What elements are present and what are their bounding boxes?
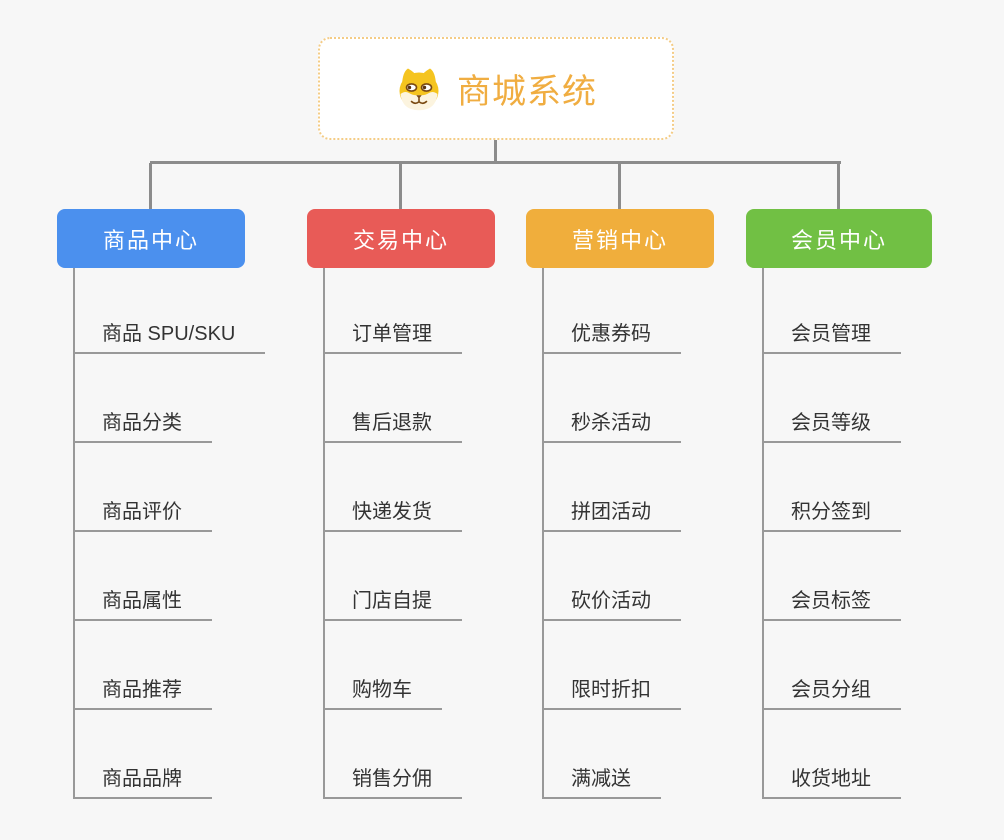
leaf-topic[interactable]: 拼团活动 [544,443,714,532]
branch-members-children: 会员管理 会员等级 积分签到 会员标签 会员分组 收货地址 [762,268,932,799]
branch-products: 商品中心 商品 SPU/SKU 商品分类 商品评价 商品属性 商品推荐 商品品牌 [57,209,266,799]
leaf-topic[interactable]: 商品评价 [75,443,245,532]
branch-topic-members[interactable]: 会员中心 [746,209,932,268]
leaf-topic[interactable]: 会员标签 [764,532,932,621]
leaf-label: 砍价活动 [544,584,681,621]
leaf-topic[interactable]: 秒杀活动 [544,354,714,443]
leaf-label: 商品品牌 [75,762,212,799]
leaf-label: 会员标签 [764,584,901,621]
branch-marketing-children: 优惠券码 秒杀活动 拼团活动 砍价活动 限时折扣 满减送 [542,268,714,799]
leaf-topic[interactable]: 商品属性 [75,532,245,621]
connector-root-stem [494,140,497,163]
connector-drop-products [149,163,152,209]
branch-topic-trade[interactable]: 交易中心 [307,209,495,268]
leaf-label: 限时折扣 [544,673,681,710]
leaf-label: 订单管理 [325,317,462,354]
leaf-label: 拼团活动 [544,495,681,532]
connector-drop-trade [399,163,402,209]
leaf-label: 会员分组 [764,673,901,710]
leaf-label: 购物车 [325,673,442,710]
leaf-topic[interactable]: 门店自提 [325,532,495,621]
leaf-topic[interactable]: 销售分佣 [325,710,495,799]
leaf-topic[interactable]: 售后退款 [325,354,495,443]
branch-topic-products[interactable]: 商品中心 [57,209,245,268]
leaf-label: 会员管理 [764,317,901,354]
branch-trade: 交易中心 订单管理 售后退款 快递发货 门店自提 购物车 销售分佣 [307,209,495,799]
leaf-label: 收货地址 [764,762,901,799]
leaf-topic[interactable]: 收货地址 [764,710,932,799]
leaf-topic[interactable]: 购物车 [325,621,495,710]
leaf-topic[interactable]: 订单管理 [325,268,495,354]
leaf-label: 商品 SPU/SKU [75,317,266,354]
leaf-topic[interactable]: 会员管理 [764,268,932,354]
root-topic[interactable]: 商城系统 [318,37,674,140]
root-topic-title: 商城系统 [457,73,597,111]
branch-trade-children: 订单管理 售后退款 快递发货 门店自提 购物车 销售分佣 [323,268,495,799]
connector-drop-members [837,163,840,209]
leaf-label: 会员等级 [764,406,901,443]
leaf-topic[interactable]: 商品 SPU/SKU [75,268,266,354]
leaf-label: 优惠券码 [544,317,681,354]
leaf-topic[interactable]: 商品品牌 [75,710,245,799]
leaf-label: 商品评价 [75,495,212,532]
shiba-dog-icon [399,68,439,110]
leaf-topic[interactable]: 会员等级 [764,354,932,443]
leaf-topic[interactable]: 限时折扣 [544,621,714,710]
leaf-label: 售后退款 [325,406,462,443]
leaf-label: 快递发货 [325,495,462,532]
leaf-label: 秒杀活动 [544,406,681,443]
leaf-topic[interactable]: 优惠券码 [544,268,714,354]
leaf-topic[interactable]: 商品分类 [75,354,245,443]
branch-products-children: 商品 SPU/SKU 商品分类 商品评价 商品属性 商品推荐 商品品牌 [73,268,266,799]
leaf-label: 商品属性 [75,584,212,621]
branch-topic-marketing[interactable]: 营销中心 [526,209,714,268]
connector-drop-marketing [618,163,621,209]
leaf-topic[interactable]: 砍价活动 [544,532,714,621]
leaf-label: 满减送 [544,762,661,799]
leaf-label: 门店自提 [325,584,462,621]
leaf-topic[interactable]: 满减送 [544,710,714,799]
leaf-label: 商品分类 [75,406,212,443]
leaf-label: 商品推荐 [75,673,212,710]
connector-horizontal-bar [150,161,841,164]
branch-marketing: 营销中心 优惠券码 秒杀活动 拼团活动 砍价活动 限时折扣 满减送 [526,209,714,799]
leaf-label: 积分签到 [764,495,901,532]
leaf-label: 销售分佣 [325,762,462,799]
branch-members: 会员中心 会员管理 会员等级 积分签到 会员标签 会员分组 收货地址 [746,209,932,799]
leaf-topic[interactable]: 快递发货 [325,443,495,532]
leaf-topic[interactable]: 积分签到 [764,443,932,532]
leaf-topic[interactable]: 会员分组 [764,621,932,710]
leaf-topic[interactable]: 商品推荐 [75,621,245,710]
